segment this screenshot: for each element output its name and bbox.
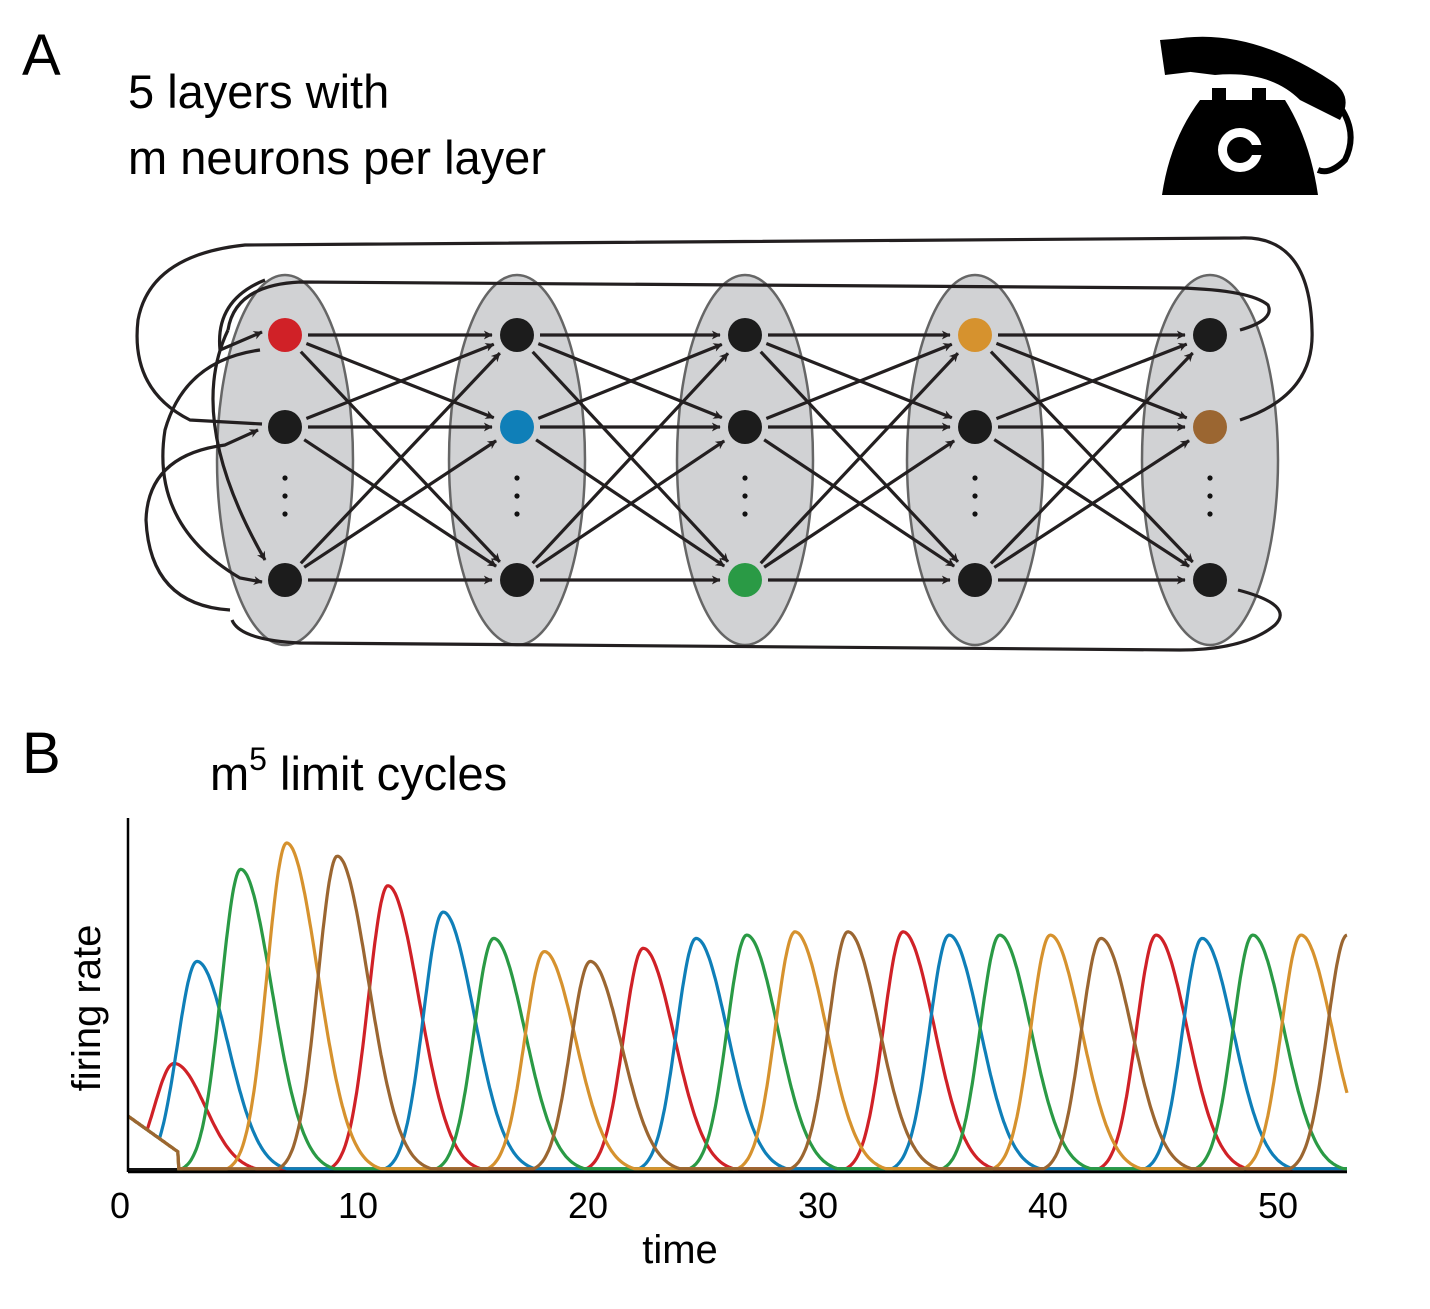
feedback-connection-2 — [135, 236, 1314, 426]
neuron-L2-2 — [500, 410, 534, 444]
series-line-3 — [127, 867, 1347, 1171]
ellipsis-dot — [742, 511, 748, 517]
y-axis-label: firing rate — [65, 925, 109, 1092]
neuron-L5-m — [1193, 563, 1227, 597]
panel-b-title-base: m — [210, 747, 249, 800]
network-diagram — [135, 236, 1314, 652]
neuron-L5-1 — [1193, 318, 1227, 352]
ellipsis-dot — [972, 511, 978, 517]
connection-L2n2-L3n1 — [537, 342, 723, 420]
neuron-L3-1 — [728, 318, 762, 352]
x-tick-label: 50 — [1258, 1185, 1298, 1226]
layer-ellipse-4 — [905, 273, 1045, 647]
feedback-connection-7 — [161, 348, 263, 585]
ellipsis-dot — [742, 475, 748, 481]
connection-L4n3-L5n2 — [993, 439, 1190, 569]
ellipsis-dot — [282, 493, 288, 499]
neuron-L1-m — [268, 563, 302, 597]
series-line-5 — [127, 854, 1348, 1171]
ellipsis-dot — [282, 475, 288, 481]
connection-L1n3-L2n1 — [299, 352, 501, 565]
panel-b-title-sup: 5 — [249, 741, 267, 777]
connection-L1n2-L2n1 — [305, 342, 495, 421]
neuron-L1-1 — [268, 318, 302, 352]
connection-L4n3-L5n1 — [989, 351, 1194, 565]
ellipsis-dot — [514, 511, 520, 517]
panel-a-title-line2: m neurons per layer — [128, 131, 546, 184]
connection-L3n3-L4n1 — [759, 352, 960, 565]
neuron-L4-1 — [958, 318, 992, 352]
feedback-connection-3 — [230, 588, 1282, 652]
feedback-connection-5 — [211, 329, 267, 561]
connection-L2n3-L3n1 — [531, 352, 730, 565]
x-tick-label: 20 — [568, 1185, 608, 1226]
panel-b-label: B — [22, 721, 61, 786]
x-tick-label: 30 — [798, 1185, 838, 1226]
neuron-L3-2 — [728, 410, 762, 444]
telephone-icon — [1160, 36, 1354, 195]
ellipsis-dot — [742, 493, 748, 499]
ellipsis-dot — [514, 493, 520, 499]
panel-a-title-line1: 5 layers with — [128, 65, 389, 118]
feedback-connection-1 — [226, 280, 1271, 332]
neuron-L3-m — [728, 563, 762, 597]
firing-rate-chart: 0 10 20 30 40 50 — [110, 818, 1349, 1226]
layer-ellipse-1 — [215, 273, 355, 647]
neuron-L1-2 — [268, 410, 302, 444]
connection-L3n2-L4n1 — [765, 342, 953, 420]
panel-a-label: A — [22, 23, 61, 88]
ellipsis-dot — [514, 475, 520, 481]
x-tick-label: 0 — [110, 1185, 130, 1226]
ellipsis-dot — [282, 511, 288, 517]
layer-ellipse-5 — [1140, 273, 1280, 647]
ellipsis-dot — [972, 493, 978, 499]
panel-b-title: m5 limit cycles — [210, 741, 507, 800]
connection-L1n3-L2n2 — [303, 439, 498, 569]
x-tick-label: 10 — [338, 1185, 378, 1226]
neuron-L2-1 — [500, 318, 534, 352]
neuron-L5-2 — [1193, 410, 1227, 444]
ellipsis-dot — [972, 475, 978, 481]
ellipsis-dot — [1207, 475, 1213, 481]
x-tick-label: 40 — [1028, 1185, 1068, 1226]
connection-L3n3-L4n2 — [763, 439, 956, 569]
connection-L2n3-L3n2 — [535, 439, 726, 569]
neuron-L4-m — [958, 563, 992, 597]
neuron-L4-2 — [958, 410, 992, 444]
ellipsis-dot — [1207, 493, 1213, 499]
x-axis-label: time — [642, 1228, 718, 1272]
feedback-connection-6 — [144, 428, 259, 612]
neuron-L2-m — [500, 563, 534, 597]
series-line-4 — [127, 841, 1349, 1171]
panel-b-title-rest: limit cycles — [267, 747, 507, 800]
connection-L4n2-L5n1 — [995, 342, 1188, 421]
ellipsis-dot — [1207, 511, 1213, 517]
